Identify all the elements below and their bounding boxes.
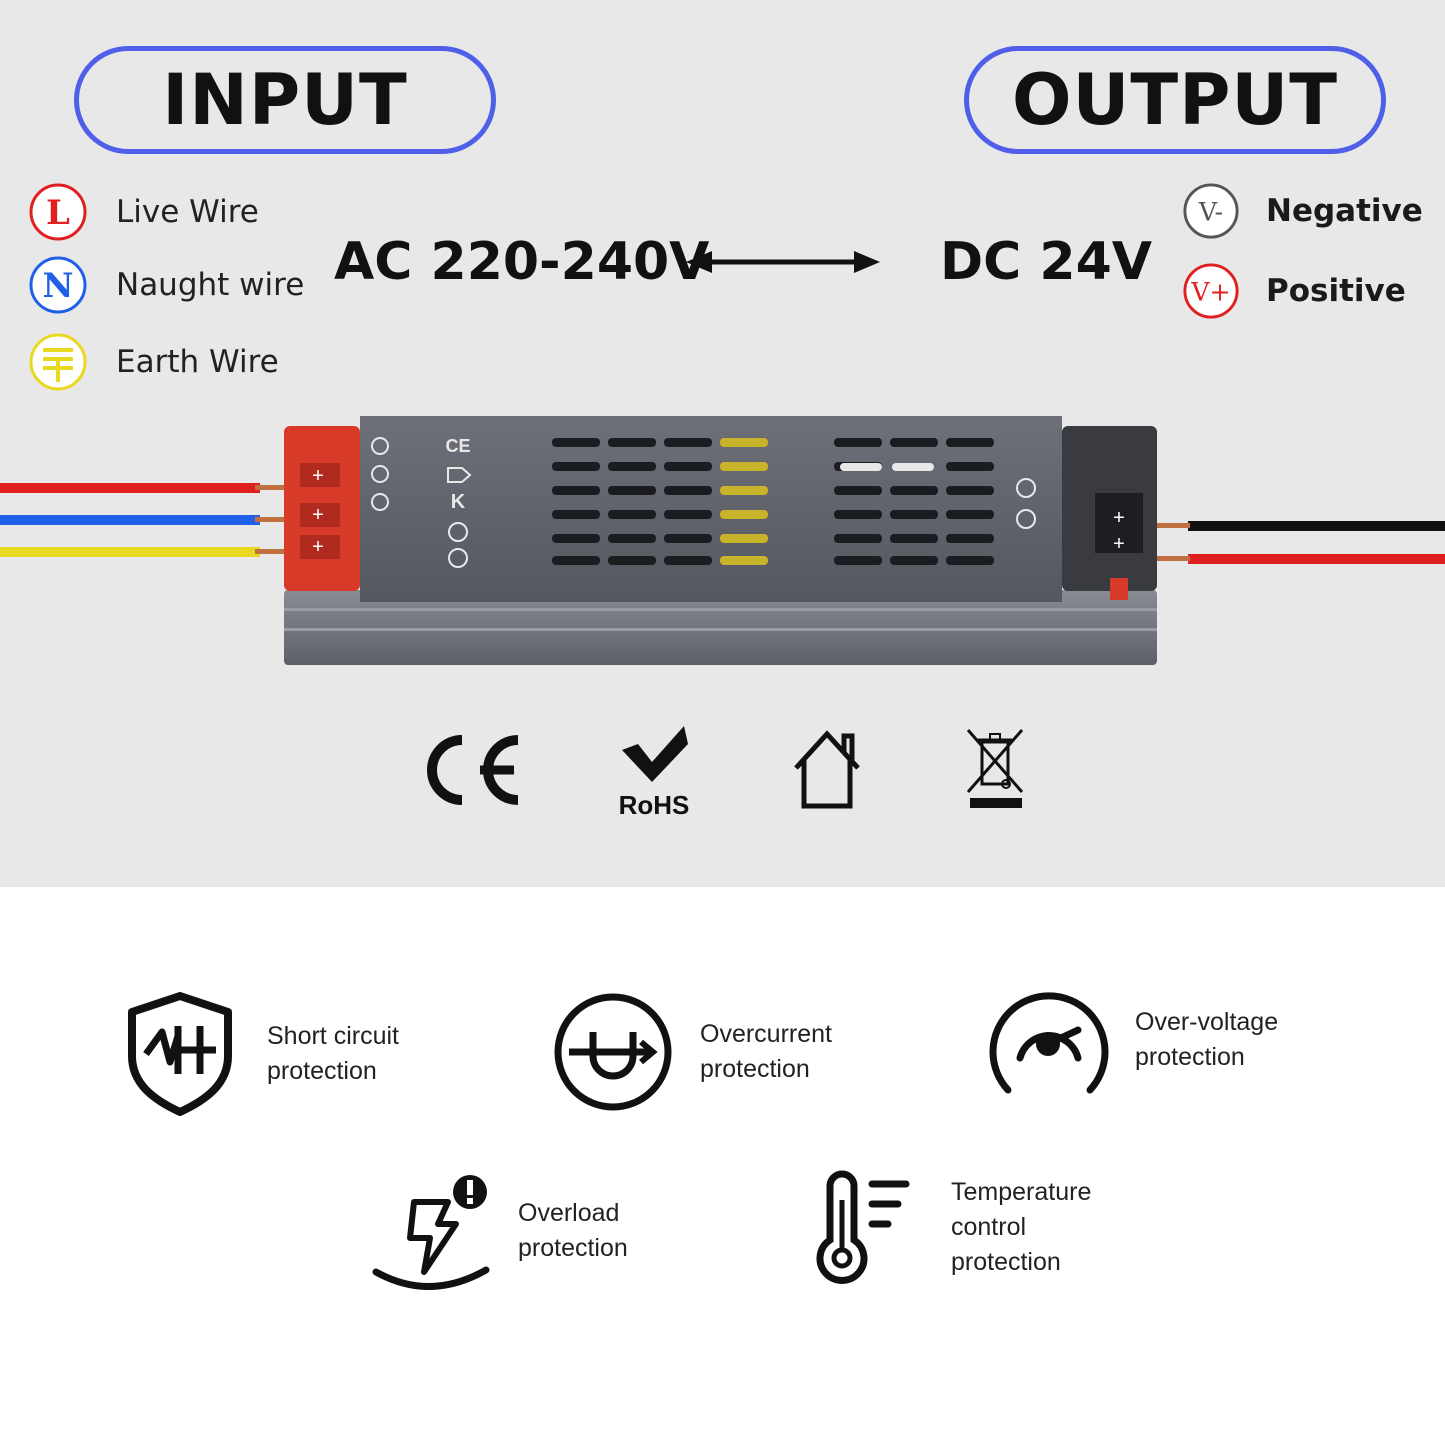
legend-label: Naught wire	[116, 267, 305, 303]
thermometer-icon	[816, 1170, 910, 1284]
svg-text:V-: V-	[1198, 198, 1223, 227]
input-title-pill: INPUT	[74, 46, 496, 154]
output-title-pill: OUTPUT	[964, 46, 1386, 154]
legend-label: Positive	[1266, 273, 1406, 309]
legend-label: Negative	[1266, 193, 1423, 229]
features-panel	[0, 887, 1445, 1445]
legend-live-wire: L Live Wire	[28, 182, 259, 242]
svg-text:K: K	[451, 491, 466, 513]
negative-icon: V-	[1183, 183, 1239, 239]
output-wires	[1150, 521, 1445, 564]
svg-text:CE: CE	[445, 436, 470, 456]
ce-mark-icon	[427, 735, 519, 805]
rohs-check-icon	[622, 726, 688, 782]
legend-negative: V- Negative	[1182, 182, 1423, 240]
vent-slots	[552, 438, 994, 565]
input-wires	[0, 483, 295, 557]
legend-positive: V+ Positive	[1182, 262, 1406, 320]
svg-text:+: +	[312, 536, 324, 558]
legend-label: Earth Wire	[116, 344, 279, 380]
input-voltage: AC 220-240V	[334, 232, 710, 292]
rohs-label: RoHS	[618, 790, 690, 820]
overload-bolt-icon	[372, 1175, 490, 1290]
legend-earth-wire: Earth Wire	[28, 332, 279, 392]
weee-bin-icon	[966, 729, 1024, 808]
live-wire-icon: L	[29, 183, 87, 241]
svg-text:+: +	[312, 465, 324, 487]
earth-wire-icon	[29, 333, 87, 391]
svg-text:+: +	[1113, 507, 1125, 529]
naught-wire-icon: N	[29, 256, 87, 314]
positive-icon: V+	[1183, 263, 1239, 319]
power-supply-illustration: + + + + + CE K	[0, 416, 1445, 665]
indoor-use-house-icon	[794, 730, 860, 809]
shield-short-circuit-icon	[128, 992, 232, 1116]
rohs-mark: RoHS	[618, 724, 690, 820]
svg-text:L: L	[46, 193, 70, 233]
svg-text:+: +	[1113, 533, 1125, 555]
power-supply-body	[360, 416, 1062, 602]
output-voltage: DC 24V	[940, 232, 1153, 292]
svg-text:+: +	[312, 504, 324, 526]
svg-text:N: N	[42, 266, 73, 306]
gauge-icon	[989, 992, 1109, 1094]
double-arrow-icon	[686, 251, 880, 273]
legend-naught-wire: N Naught wire	[28, 255, 304, 315]
overcurrent-icon	[554, 993, 672, 1111]
legend-label: Live Wire	[116, 194, 259, 230]
svg-text:V+: V+	[1190, 278, 1230, 307]
